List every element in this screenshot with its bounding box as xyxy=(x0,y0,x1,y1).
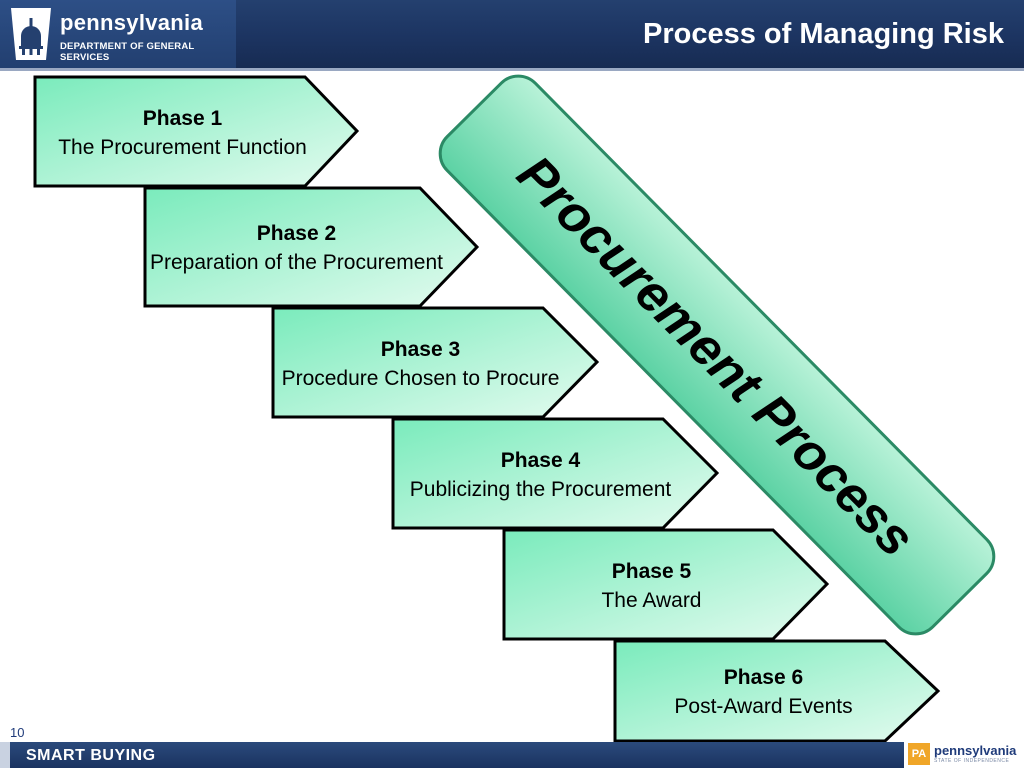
logo-department: DEPARTMENT OF GENERAL SERVICES xyxy=(60,41,195,63)
footer-accent xyxy=(0,742,10,768)
phase-6-description: Post-Award Events xyxy=(674,695,853,718)
phase-5-text: Phase 5 The Award xyxy=(504,557,799,615)
phase-1-text: Phase 1 The Procurement Function xyxy=(35,104,330,162)
phase-4-label: Phase 4 xyxy=(500,449,581,472)
capitol-keystone-icon xyxy=(11,8,51,60)
phase-3-label: Phase 3 xyxy=(380,338,461,361)
footer-bar xyxy=(0,742,1024,768)
phase-6-label: Phase 6 xyxy=(723,666,804,689)
phase-2-text: Phase 2 Preparation of the Procurement xyxy=(145,219,448,277)
phase-arrow-3 xyxy=(271,306,600,419)
phase-2-label: Phase 2 xyxy=(256,222,337,245)
phase-arrow-6 xyxy=(613,639,941,743)
slide-title: Process of Managing Risk xyxy=(643,18,1004,50)
phase-1-description: The Procurement Function xyxy=(58,136,307,159)
footer-state-logo[interactable]: PA pennsylvania STATE OF INDEPENDENCE xyxy=(904,740,1024,768)
phase-4-text: Phase 4 Publicizing the Procurement xyxy=(393,446,688,504)
slide-number: 10 xyxy=(10,725,25,740)
phase-arrow-1 xyxy=(33,75,360,188)
phase-3-description: Procedure Chosen to Procure xyxy=(281,367,560,390)
phase-arrow-4 xyxy=(391,417,720,530)
phase-5-label: Phase 5 xyxy=(611,560,692,583)
pa-badge-icon: PA xyxy=(908,743,930,765)
logo-name: pennsylvania xyxy=(60,10,203,35)
footer-program-name: SMART BUYING xyxy=(26,747,156,764)
phase-1-label: Phase 1 xyxy=(142,107,223,130)
footer-logo-name: pennsylvania xyxy=(934,743,1017,758)
phase-arrow-5 xyxy=(502,528,830,641)
phase-4-description: Publicizing the Procurement xyxy=(409,478,672,501)
agency-logo[interactable]: pennsylvania DEPARTMENT OF GENERAL SERVI… xyxy=(0,0,236,68)
footer-logo-tagline: STATE OF INDEPENDENCE xyxy=(934,758,1010,764)
phase-6-text: Phase 6 Post-Award Events xyxy=(615,663,912,721)
phase-arrow-2 xyxy=(143,186,480,308)
phase-5-description: The Award xyxy=(601,589,702,612)
phase-2-description: Preparation of the Procurement xyxy=(150,251,443,274)
phase-3-text: Phase 3 Procedure Chosen to Procure xyxy=(273,335,568,393)
